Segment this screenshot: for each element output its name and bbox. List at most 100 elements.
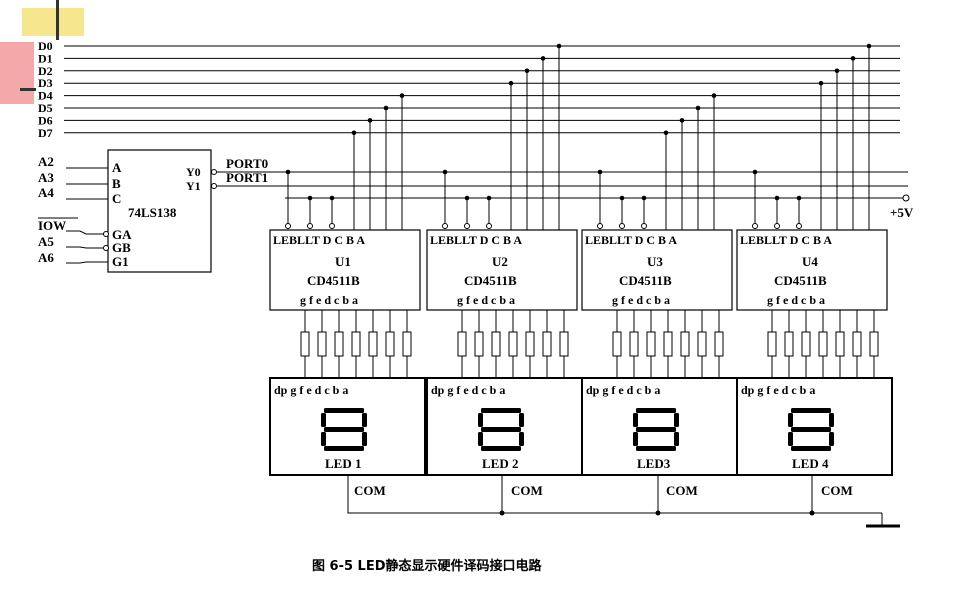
resistor	[818, 331, 828, 357]
chip-output-pins: g f e d c b a	[300, 293, 358, 307]
bus-label-d3: D3	[38, 76, 53, 90]
led-segment-labels: dp g f e d c b a	[431, 383, 505, 397]
decoder-pin-ga: GA	[112, 227, 132, 242]
com-label: COM	[511, 483, 543, 498]
decoder-74ls138: A B C GA GB G1 Y0 Y1 74LS138 A2 A3 A4 IO…	[38, 149, 914, 273]
resistor	[491, 331, 501, 357]
data-bus-lines	[64, 45, 900, 134]
resistor	[663, 331, 673, 357]
resistor	[852, 331, 862, 357]
chip-output-pins: g f e d c b a	[767, 293, 825, 307]
led-display-1	[269, 377, 426, 476]
led-label: LED3	[637, 456, 671, 471]
decoder-pin-y1: Y1	[186, 179, 201, 193]
chip-u4	[736, 229, 888, 311]
common-ground	[347, 476, 900, 528]
com-label: COM	[666, 483, 698, 498]
resistor	[559, 331, 569, 357]
chip-part: CD4511B	[307, 273, 360, 288]
decoder-chip-name: 74LS138	[128, 205, 177, 220]
chip-u3	[581, 229, 733, 311]
resistor	[680, 331, 690, 357]
resistor	[714, 331, 724, 357]
bus-label-d1: D1	[38, 51, 53, 65]
chip-u2	[426, 229, 578, 311]
port0-label: PORT0	[226, 156, 268, 171]
chip-input-pins: LEBLLT D C B A	[740, 233, 832, 247]
resistor	[474, 331, 484, 357]
decoder-pin-gb: GB	[112, 240, 131, 255]
com-label: COM	[821, 483, 853, 498]
chip-ref: U2	[492, 254, 508, 269]
led-label: LED 2	[482, 456, 518, 471]
led-label: LED 1	[325, 456, 361, 471]
resistor	[767, 331, 777, 357]
figure-caption: 图 6-5 LED静态显示硬件译码接口电路	[312, 558, 542, 574]
led-display-2	[426, 377, 583, 476]
resistor	[508, 331, 518, 357]
decoder-pin-y0: Y0	[186, 165, 201, 179]
resistor	[835, 331, 845, 357]
resistor	[612, 331, 622, 357]
resistor	[351, 331, 361, 357]
input-label-a4: A4	[38, 185, 54, 200]
input-label-iow: IOW	[38, 218, 66, 233]
bus-label-d6: D6	[38, 113, 53, 127]
led-display-3	[581, 377, 738, 476]
input-label-a3: A3	[38, 170, 54, 185]
chip-input-pins: LEBLLT D C B A	[585, 233, 677, 247]
decoder-pin-a: A	[112, 160, 122, 175]
resistor	[542, 331, 552, 357]
bus-label-d4: D4	[38, 89, 53, 103]
led-display-4	[736, 377, 893, 476]
resistor	[801, 331, 811, 357]
resistor	[300, 331, 310, 357]
led-label: LED 4	[792, 456, 829, 471]
resistor	[385, 331, 395, 357]
chip-part: CD4511B	[619, 273, 672, 288]
bus-label-d5: D5	[38, 101, 53, 115]
led-segment-labels: dp g f e d c b a	[741, 383, 815, 397]
input-label-a2: A2	[38, 154, 54, 169]
resistor	[697, 331, 707, 357]
decoder-pin-c: C	[112, 191, 121, 206]
resistor	[334, 331, 344, 357]
chip-u1	[269, 229, 421, 311]
vcc-label: +5V	[890, 205, 914, 220]
chip-part: CD4511B	[464, 273, 517, 288]
resistor	[317, 331, 327, 357]
bus-label-d0: D0	[38, 39, 53, 53]
com-label: COM	[354, 483, 386, 498]
chip-ref: U1	[335, 254, 351, 269]
decoder-pin-g1: G1	[112, 254, 129, 269]
chip-input-pins: LEBLLT D C B A	[273, 233, 365, 247]
resistor	[402, 331, 412, 357]
slide-corner-decoration	[0, 0, 84, 104]
resistor	[629, 331, 639, 357]
port1-label: PORT1	[226, 170, 268, 185]
bus-label-d2: D2	[38, 64, 53, 78]
chip-part: CD4511B	[774, 273, 827, 288]
resistor	[784, 331, 794, 357]
chip-input-pins: LEBLLT D C B A	[430, 233, 522, 247]
led-segment-labels: dp g f e d c b a	[274, 383, 348, 397]
chip-output-pins: g f e d c b a	[612, 293, 670, 307]
chip-ref: U3	[647, 254, 663, 269]
decoder-pin-b: B	[112, 176, 121, 191]
led-segment-labels: dp g f e d c b a	[586, 383, 660, 397]
resistor	[646, 331, 656, 357]
resistor	[525, 331, 535, 357]
input-label-a6: A6	[38, 250, 54, 265]
resistor	[368, 331, 378, 357]
input-label-a5: A5	[38, 234, 54, 249]
bus-label-d7: D7	[38, 126, 53, 140]
resistor	[457, 331, 467, 357]
